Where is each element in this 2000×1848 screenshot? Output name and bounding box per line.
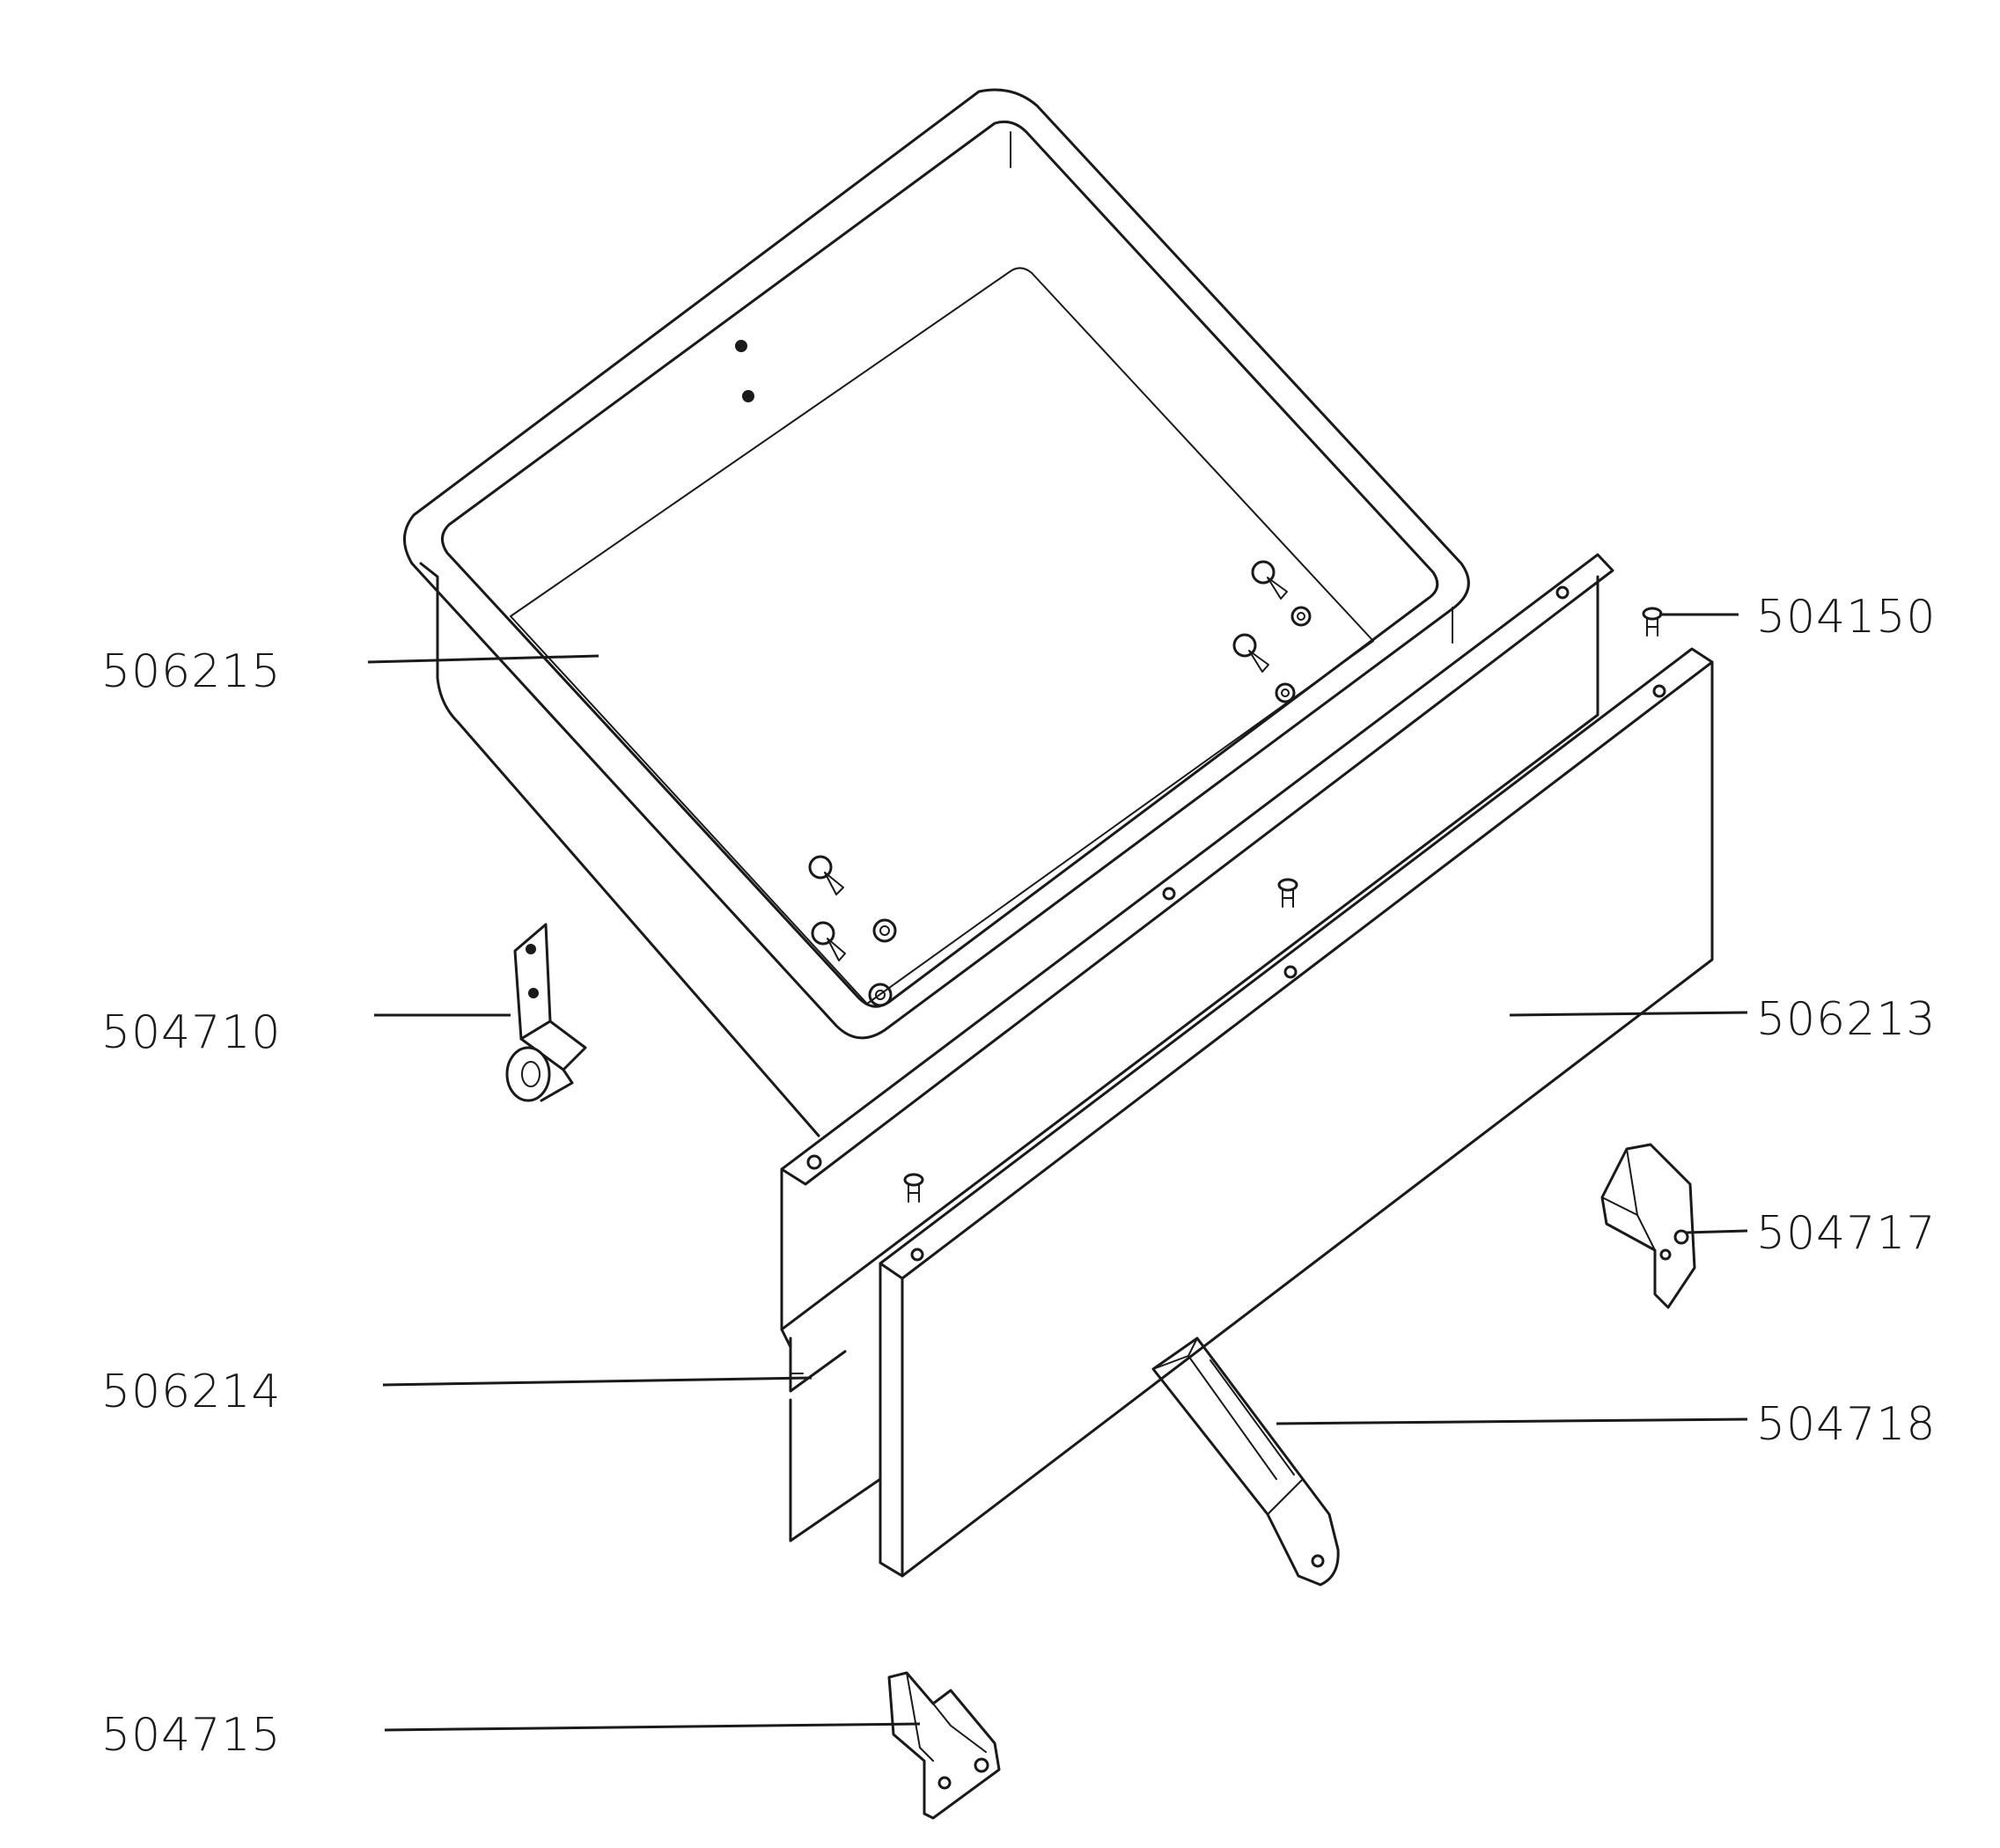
label-504717: 504717 — [1756, 1207, 1937, 1260]
label-504150: 504150 — [1756, 591, 1937, 644]
pin-b — [1277, 878, 1298, 908]
label-506214: 506214 — [101, 1366, 282, 1418]
part-labels: 506215 504710 506214 504715 504150 50621… — [101, 591, 1937, 1762]
label-506213: 506213 — [1756, 993, 1937, 1046]
label-504718: 504718 — [1756, 1398, 1937, 1451]
screw-group-left — [808, 855, 897, 1007]
panel-506213 — [879, 647, 1714, 1578]
label-504710: 504710 — [101, 1006, 282, 1059]
foot-504715 — [887, 1671, 1001, 1820]
leader-lines — [367, 613, 1748, 1732]
pin-a — [1642, 607, 1663, 637]
tub-506215 — [403, 88, 1470, 1138]
pins-504150 — [903, 607, 1663, 1203]
foot-504717 — [1600, 1143, 1696, 1309]
screw-group-right — [1232, 560, 1312, 703]
pin-c — [903, 1173, 924, 1203]
label-504715: 504715 — [101, 1709, 282, 1762]
rail-bracket-504718 — [1151, 1336, 1340, 1587]
caster-504710 — [505, 923, 587, 1102]
panel-506214 — [780, 553, 1614, 1542]
label-506215: 506215 — [101, 645, 282, 698]
